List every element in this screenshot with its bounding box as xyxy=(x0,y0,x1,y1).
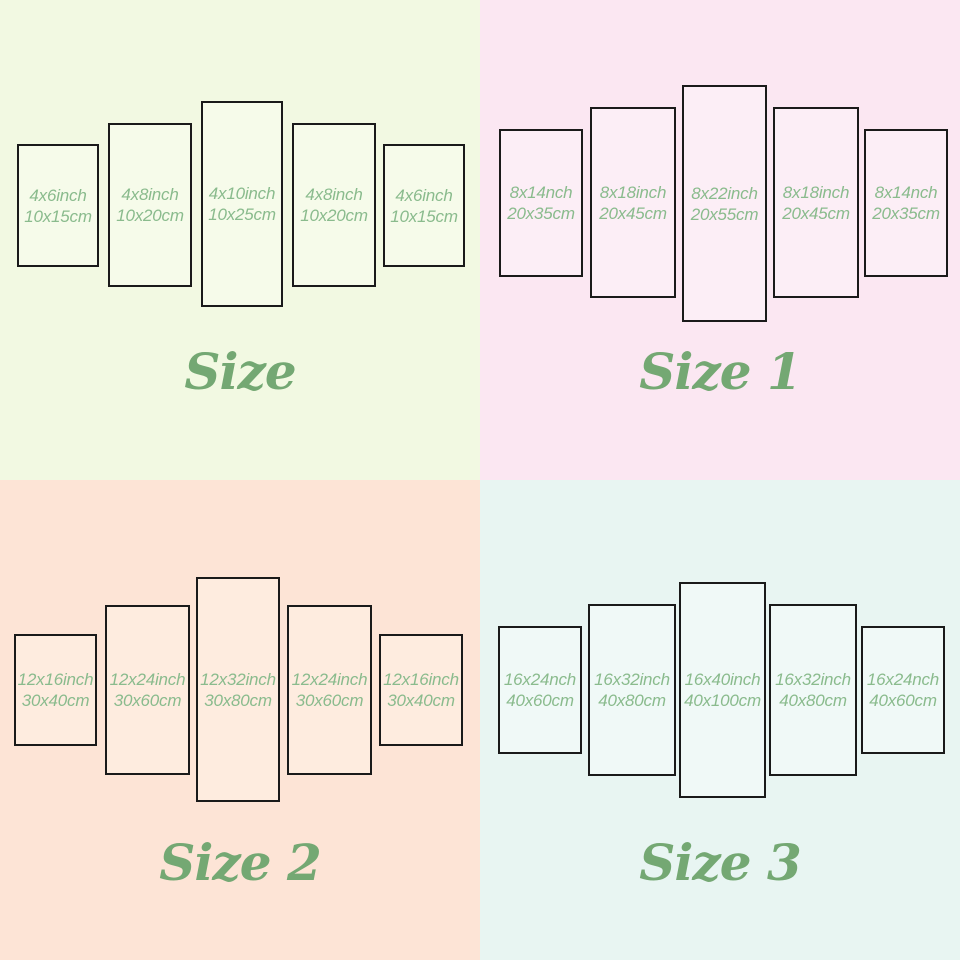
panel-size-inch: 8x22inch xyxy=(691,183,758,203)
panel-size-inch: 12x32inch xyxy=(200,669,276,689)
panel-size-inch: 16x24nch xyxy=(866,670,940,689)
panel: 16x24nch 40x60cm xyxy=(861,626,945,754)
panel-size-inch: 8x14nch xyxy=(874,183,938,202)
panel-size-cm: 10x20cm xyxy=(300,206,368,225)
panel-size-inch: 4x10inch xyxy=(208,184,276,203)
size-chart-quadrant-size-2: 12x16inch 30x40cm 12x24inch 30x60cm 12x3… xyxy=(0,480,480,960)
quadrant-title: Size 3 xyxy=(639,833,802,892)
panel-size-cm: 20x55cm xyxy=(690,204,759,224)
panel-size-inch: 4x6inch xyxy=(29,185,87,205)
panel: 12x24inch 30x60cm xyxy=(105,605,190,775)
panel-size-cm: 40x100cm xyxy=(684,691,761,710)
panel-size-inch: 12x16inch xyxy=(17,670,94,689)
panel: 12x32inch 30x80cm xyxy=(196,577,280,802)
panel-size-inch: 16x32inch xyxy=(775,670,851,689)
panel: 8x14nch 20x35cm xyxy=(864,129,948,277)
panel: 4x10inch 10x25cm xyxy=(201,101,283,307)
panel-size-inch: 4x8inch xyxy=(305,185,363,204)
panel-size-cm: 10x15cm xyxy=(390,206,458,226)
panel: 12x16inch 30x40cm xyxy=(14,634,97,746)
panel-size-inch: 12x24inch xyxy=(291,670,368,689)
panel-size-cm: 30x60cm xyxy=(113,691,182,710)
panel: 4x8inch 10x20cm xyxy=(108,123,192,287)
panel-size-inch: 4x6inch xyxy=(395,185,453,205)
panel-size-cm: 10x20cm xyxy=(116,206,184,225)
panel-size-cm: 10x15cm xyxy=(24,206,92,226)
panel-size-inch: 8x18inch xyxy=(599,182,667,202)
panel: 12x24inch 30x60cm xyxy=(287,605,372,775)
panel-size-cm: 40x60cm xyxy=(506,691,574,710)
panel-size-cm: 30x60cm xyxy=(295,691,364,710)
panel-size-inch: 8x18inch xyxy=(782,182,850,202)
panel: 8x14nch 20x35cm xyxy=(499,129,583,277)
panel: 8x18inch 20x45cm xyxy=(590,107,676,298)
panel-size-inch: 16x32inch xyxy=(594,670,670,689)
quadrant-title: Size 1 xyxy=(639,342,802,401)
panel: 12x16inch 30x40cm xyxy=(379,634,463,746)
panel: 4x6inch 10x15cm xyxy=(383,144,465,267)
panel: 16x40inch 40x100cm xyxy=(679,582,766,798)
panel-size-cm: 20x45cm xyxy=(599,203,667,223)
panel: 16x32inch 40x80cm xyxy=(588,604,676,776)
size-chart-quadrant-size-3: 16x24nch 40x60cm 16x32inch 40x80cm 16x40… xyxy=(480,480,960,960)
panel-size-inch: 8x14nch xyxy=(509,183,573,202)
panel-size-cm: 40x60cm xyxy=(869,691,937,710)
panel: 4x6inch 10x15cm xyxy=(17,144,99,267)
size-chart-quadrant-size: 4x6inch 10x15cm 4x8inch 10x20cm 4x10inch… xyxy=(0,0,480,480)
panel-size-cm: 20x35cm xyxy=(872,204,940,223)
panel-size-inch: 16x40inch xyxy=(684,670,761,689)
panel: 4x8inch 10x20cm xyxy=(292,123,376,287)
panel-size-inch: 4x8inch xyxy=(121,185,179,204)
panel-size-cm: 30x40cm xyxy=(387,691,455,710)
panel: 16x32inch 40x80cm xyxy=(769,604,857,776)
panel-size-cm: 40x80cm xyxy=(779,691,847,710)
panel: 8x18inch 20x45cm xyxy=(773,107,859,298)
panel-size-cm: 40x80cm xyxy=(598,691,666,710)
panel-size-cm: 10x25cm xyxy=(208,205,276,224)
panel-size-inch: 12x24inch xyxy=(109,670,186,689)
quadrant-title: Size 2 xyxy=(159,833,322,892)
size-chart-quadrant-size-1: 8x14nch 20x35cm 8x18inch 20x45cm 8x22inc… xyxy=(480,0,960,480)
panel-size-cm: 30x80cm xyxy=(204,690,272,710)
panel-size-cm: 20x35cm xyxy=(507,204,575,223)
panel-size-cm: 30x40cm xyxy=(21,691,90,710)
panel: 16x24nch 40x60cm xyxy=(498,626,582,754)
panel-size-inch: 16x24nch xyxy=(503,670,577,689)
panel: 8x22inch 20x55cm xyxy=(682,85,767,322)
panel-size-inch: 12x16inch xyxy=(383,670,459,689)
quadrant-title: Size xyxy=(184,342,296,401)
panel-size-cm: 20x45cm xyxy=(782,203,850,223)
